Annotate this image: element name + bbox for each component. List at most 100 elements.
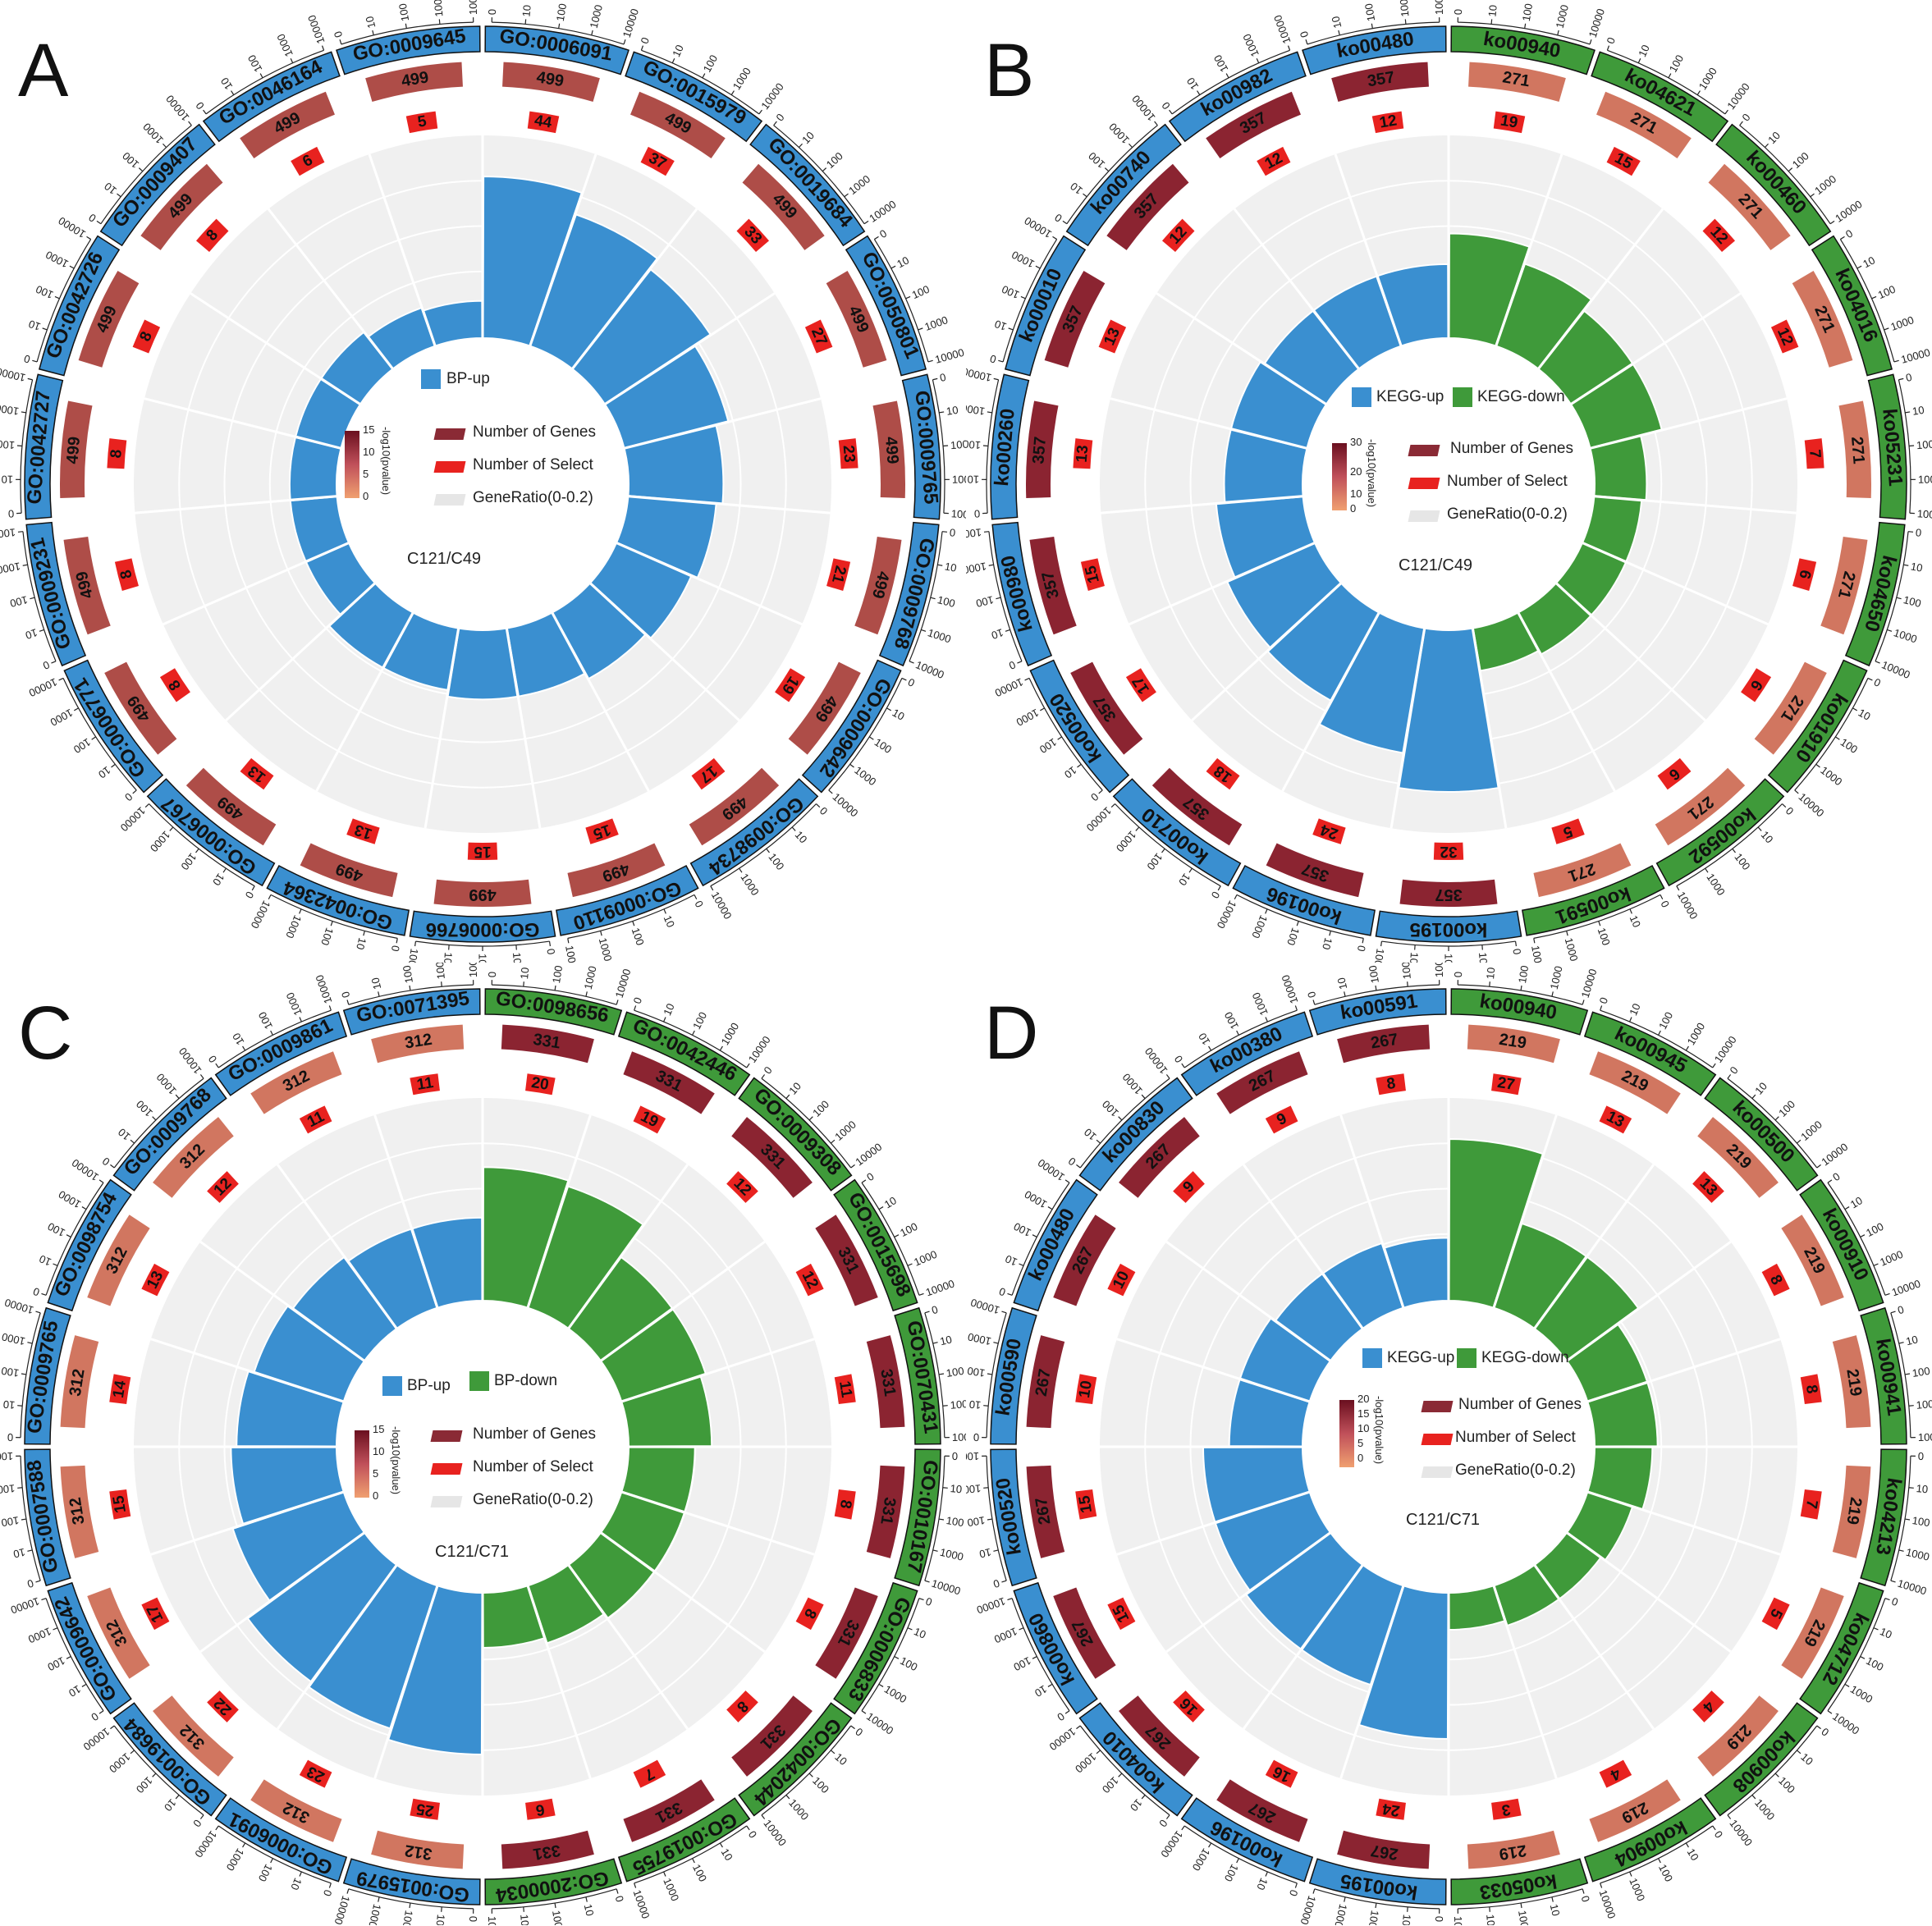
term-band (1584, 1798, 1716, 1882)
scale-tick (91, 736, 97, 740)
select-block (1491, 1073, 1522, 1096)
scale-tick-label: 100 (1732, 851, 1752, 872)
scale-tick (996, 597, 1001, 600)
term-band-outline (24, 1306, 71, 1445)
scale-tick-label: 0 (22, 352, 31, 365)
scale-tick (632, 921, 635, 926)
scale-tick-label: 10000 (1724, 80, 1752, 112)
genes-block (1044, 271, 1106, 368)
genes-block (1106, 163, 1189, 250)
scale-tick (42, 327, 48, 331)
scale-tick (1024, 677, 1030, 681)
term-band (1014, 1179, 1097, 1311)
term-band (203, 52, 340, 142)
scale-tick-label: 1000 (582, 965, 599, 991)
scale-tick-label: 10 (1004, 1252, 1019, 1268)
scale-tick-label: 0 (853, 1725, 865, 1738)
term-band (618, 1012, 750, 1096)
scale-tick (1600, 1883, 1603, 1888)
term-label: GO:0098656 (494, 987, 610, 1027)
scale-tick-label: 100 (1037, 736, 1059, 756)
select-block (1770, 319, 1799, 354)
genes-value: 267 (1370, 1031, 1399, 1053)
scale-tick (1732, 848, 1736, 853)
term-band-outline (1860, 1448, 1907, 1587)
genes-value: 267 (1370, 1841, 1399, 1863)
genes-value: 499 (400, 68, 430, 90)
scale-tick-label: 10 (27, 318, 43, 333)
scale-axis (36, 239, 92, 363)
scale-tick (1907, 531, 1914, 533)
legend-ratio-label: GeneRatio(0-0.2) (473, 1491, 593, 1508)
scale-tick-label: 0 (1918, 1450, 1925, 1462)
scale-tick-label: 10 (1068, 180, 1085, 197)
scale-tick (585, 991, 588, 997)
scale-tick (1110, 803, 1115, 808)
scale-tick (1265, 1017, 1268, 1022)
term-band (1079, 1703, 1193, 1816)
scale-tick-label: 10000 (913, 658, 945, 681)
select-block (633, 1105, 666, 1134)
scale-tick-label: 10 (1176, 872, 1193, 888)
term-band-outline (1591, 51, 1729, 143)
scale-tick-label: 10000 (1298, 1894, 1319, 1925)
term-band (64, 660, 163, 793)
scale-tick (17, 531, 24, 533)
select-block (1800, 1489, 1822, 1520)
scale-tick (330, 921, 333, 926)
select-block (207, 1690, 239, 1722)
genes-block (1655, 767, 1746, 846)
term-label: GO:0071395 (355, 987, 470, 1027)
scale-axis (270, 894, 398, 939)
scale-tick-label: 0 (1172, 1053, 1185, 1065)
scale-tick-label: 10000 (631, 1888, 652, 1920)
scale-tick (39, 629, 44, 632)
scale-tick-label: 0 (1739, 111, 1752, 123)
scale-tick-label: 10000 (853, 1141, 884, 1169)
select-block (525, 1073, 556, 1096)
scale-tick-label: 1000 (57, 1188, 84, 1211)
scale-tick (1047, 1206, 1053, 1210)
select-value: 3 (1500, 1800, 1512, 1818)
scale-tick (1712, 1825, 1716, 1831)
select-block (346, 818, 380, 844)
scale-tick (1296, 921, 1299, 926)
scale-tick-label: 10000 (1279, 973, 1300, 1005)
term-band-outline (112, 1077, 227, 1192)
term-band (1522, 865, 1664, 936)
term-band (1451, 1859, 1588, 1905)
scale-tick (1551, 1896, 1554, 1902)
colorbar (1339, 1400, 1354, 1467)
scale-tick-label: 10000 (1022, 214, 1054, 240)
scale-tick-label: 0 (638, 35, 652, 45)
scale-tick (1884, 1598, 1890, 1601)
genes-block (1832, 1465, 1871, 1558)
scale-tick (663, 908, 666, 914)
scale-tick-label: 10000 (831, 790, 861, 819)
scale-axis (62, 678, 137, 791)
scale-tick-label: 10 (363, 15, 378, 30)
term-band (1014, 1582, 1097, 1714)
scale-tick (1208, 1842, 1212, 1848)
select-block (1692, 1690, 1724, 1722)
scale-tick-label: 10 (950, 1482, 963, 1495)
term-band (1309, 1859, 1446, 1905)
scale-axis (710, 803, 817, 887)
scale-tick (634, 1005, 637, 1011)
scale-tick (1757, 826, 1762, 831)
scale-tick (993, 1549, 999, 1552)
scale-axis (22, 531, 57, 662)
select-value: 14 (110, 1379, 130, 1399)
scale-tick (27, 1549, 33, 1552)
scale-tick-label: 100 (46, 1654, 67, 1673)
scale-tick (1598, 921, 1601, 926)
scale-tick (1294, 1883, 1298, 1888)
genes-block (1589, 1051, 1681, 1114)
legend-swatch-down (1453, 387, 1472, 407)
genes-block (185, 767, 277, 846)
scale-tick-label: 0 (613, 1894, 626, 1903)
term-band (48, 1582, 131, 1714)
scale-tick (117, 193, 121, 198)
scale-tick-label: 100 (1776, 1774, 1797, 1796)
